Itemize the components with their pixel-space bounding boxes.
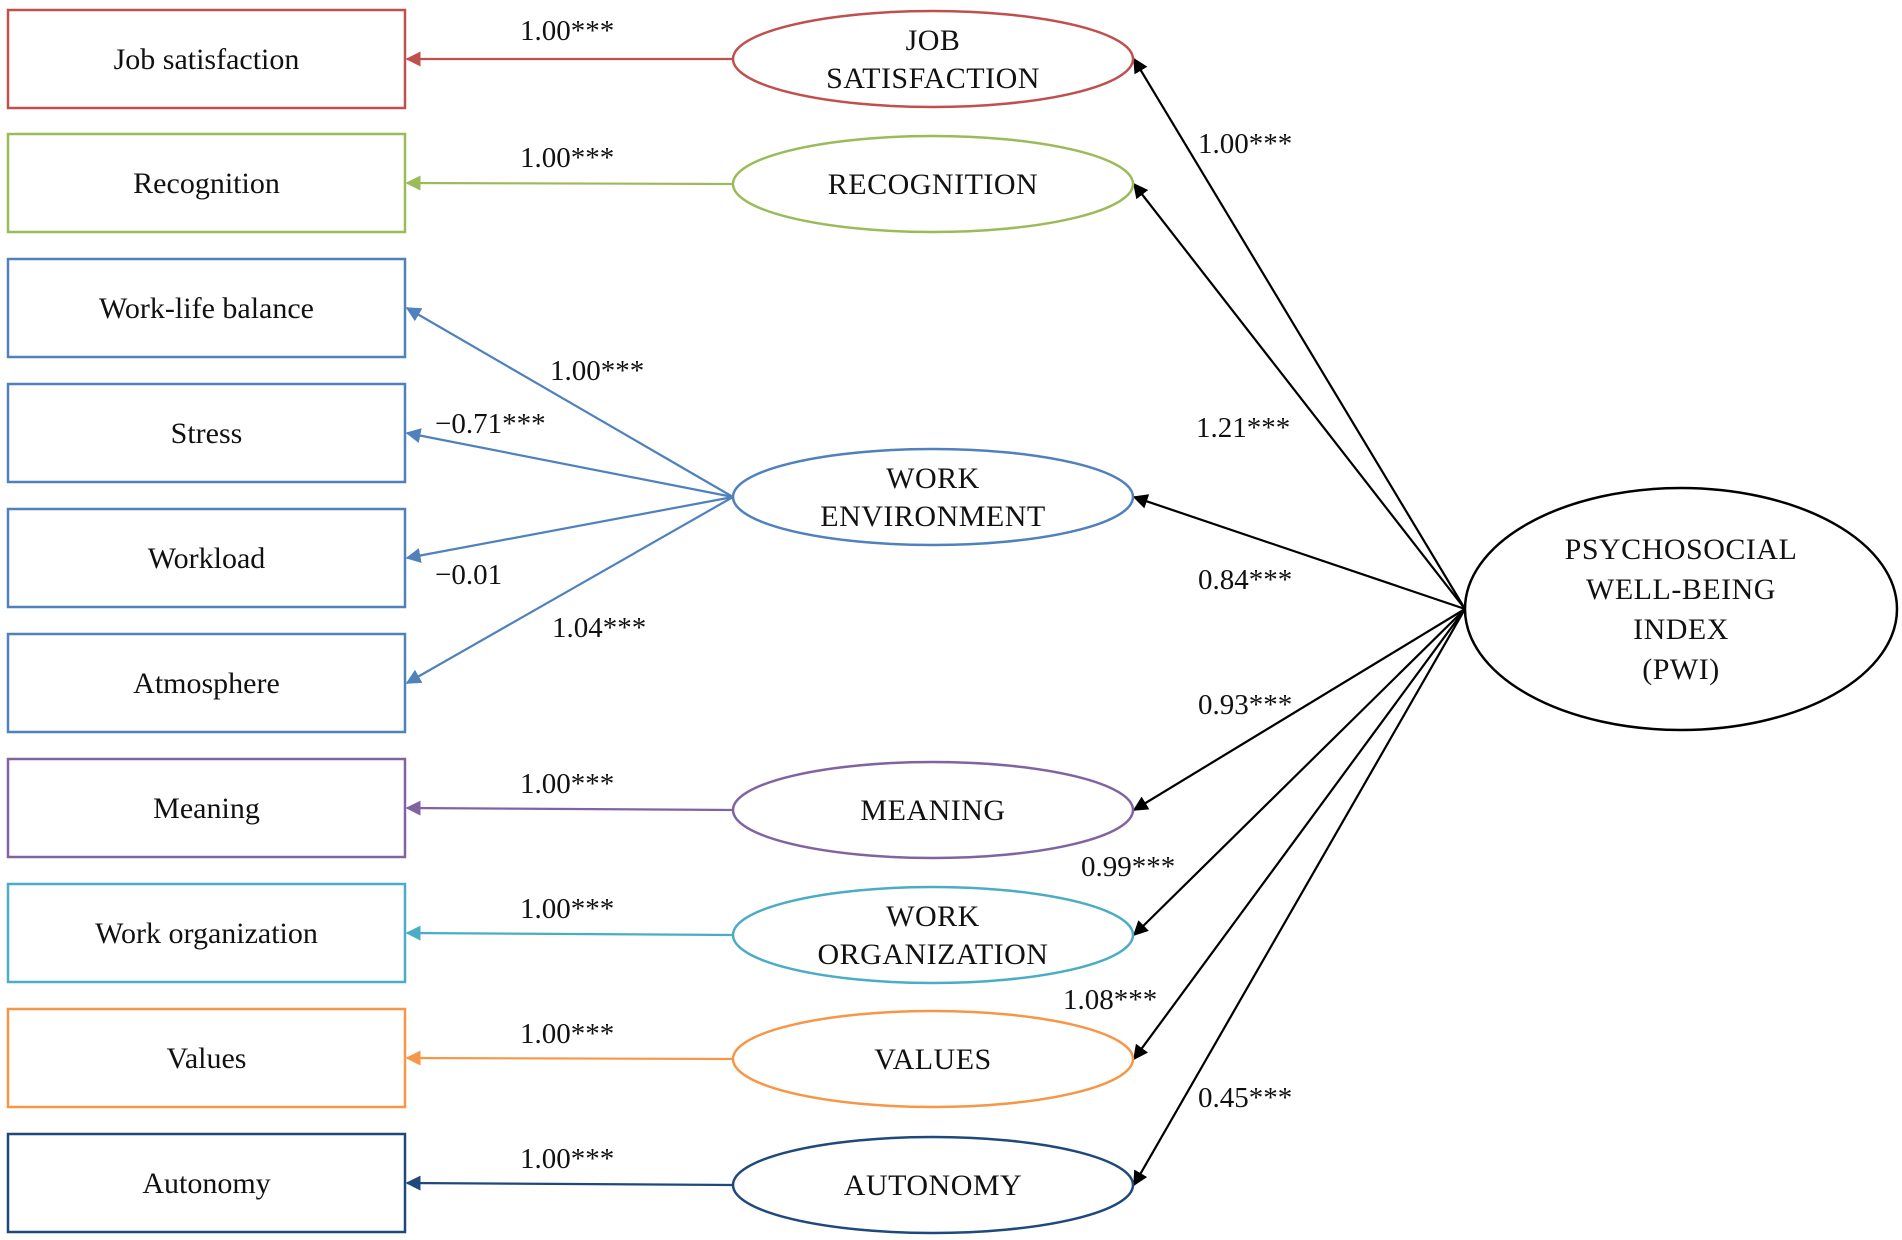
indicator-label: Work-life balance [99,292,314,325]
indicator-box-recognition: Recognition [6,132,407,234]
factor-label-line: RECOGNITION [828,168,1038,201]
loading-arrow-autonomy [405,1175,734,1191]
factor-label-line: MEANING [860,794,1005,827]
loading-coefficient: 1.00*** [520,768,614,800]
indicator-label: Workload [148,542,266,575]
loading-coefficient: 1.00*** [550,355,644,387]
pwi-path-arrow-work-environment [1132,494,1466,611]
factor-label-line: VALUES [874,1043,991,1076]
indicator-box-atmosphere: Atmosphere [6,632,407,734]
loading-coefficient: −0.01 [435,559,502,591]
pwi-path-coefficient: 1.08*** [1063,984,1157,1016]
loading-coefficient: 1.00*** [520,1143,614,1175]
pwi-ellipse: PSYCHOSOCIAL WELL-BEING INDEX (PWI) [1463,486,1899,732]
loading-coefficient: −0.71*** [435,408,546,440]
pwi-path-arrow-values [1133,608,1466,1061]
factor-label-line: ENVIRONMENT [820,500,1045,533]
indicator-label: Atmosphere [133,667,280,700]
indicator-box-meaning: Meaning [6,757,407,859]
factor-label-line: AUTONOMY [844,1169,1022,1202]
loading-coefficient: 1.04*** [552,612,646,644]
indicator-label: Job satisfaction [114,43,300,76]
loading-coefficient: 1.00*** [520,142,614,174]
indicator-label: Autonomy [142,1167,270,1200]
factor-label-line: ORGANIZATION [818,938,1049,971]
loading-arrow-work-life-balance [405,307,734,498]
indicator-box-work-life-balance: Work-life balance [6,257,407,359]
factor-ellipse-values: VALUES [731,1009,1135,1109]
indicator-box-values: Values [6,1007,407,1109]
factor-ellipse-job-satisfaction: JOB SATISFACTION [731,9,1135,109]
pwi-label-line: (PWI) [1642,653,1719,686]
pwi-path-arrow-meaning [1132,608,1466,811]
loading-arrow-recognition [405,175,734,191]
loading-arrow-atmosphere [405,496,734,684]
pwi-label-line: INDEX [1633,613,1729,646]
pwi-path-coefficient: 0.84*** [1198,564,1292,596]
indicator-label: Meaning [153,792,260,825]
loading-arrow-stress [405,428,734,499]
loading-arrow-values [405,1050,734,1066]
indicator-box-stress: Stress [6,382,407,484]
loading-arrow-work-organization [405,925,734,941]
factor-ellipse-work-organization: WORK ORGANIZATION [731,885,1135,985]
factor-label-line: SATISFACTION [826,62,1040,95]
factor-label-line: JOB [906,24,961,57]
pwi-path-coefficient: 1.00*** [1198,128,1292,160]
pwi-path-coefficient: 0.93*** [1198,689,1292,721]
indicator-box-job-satisfaction: Job satisfaction [6,8,407,110]
factor-ellipse-recognition: RECOGNITION [731,134,1135,234]
indicator-label: Values [167,1042,247,1075]
pwi-path-arrow-autonomy [1133,608,1466,1187]
loading-arrow-meaning [405,800,734,816]
pwi-path-coefficient: 0.45*** [1198,1082,1292,1114]
indicator-box-workload: Workload [6,507,407,609]
pwi-path-arrow-recognition [1133,182,1466,610]
pwi-label-line: WELL-BEING [1586,573,1776,606]
pwi-path-arrow-job-satisfaction [1133,57,1466,610]
loading-coefficient: 1.00*** [520,893,614,925]
pwi-path-coefficient: 0.99*** [1081,851,1175,883]
indicator-label: Stress [171,417,243,450]
pwi-path-coefficient: 1.21*** [1196,412,1290,444]
indicator-box-work-organization: Work organization [6,882,407,984]
indicator-label: Recognition [133,167,280,200]
pwi-label-line: PSYCHOSOCIAL [1565,533,1798,566]
loading-arrow-workload [405,495,734,563]
indicator-label: Work organization [95,917,318,950]
factor-label-line: WORK [886,900,980,933]
factor-ellipse-meaning: MEANING [731,760,1135,860]
factor-ellipse-autonomy: AUTONOMY [731,1135,1135,1235]
pwi-path-arrow-work-organization [1132,608,1466,937]
factor-label-line: WORK [886,462,980,495]
loading-coefficient: 1.00*** [520,15,614,47]
factor-ellipse-work-environment: WORK ENVIRONMENT [731,447,1135,547]
loading-coefficient: 1.00*** [520,1018,614,1050]
indicator-box-autonomy: Autonomy [6,1132,407,1234]
